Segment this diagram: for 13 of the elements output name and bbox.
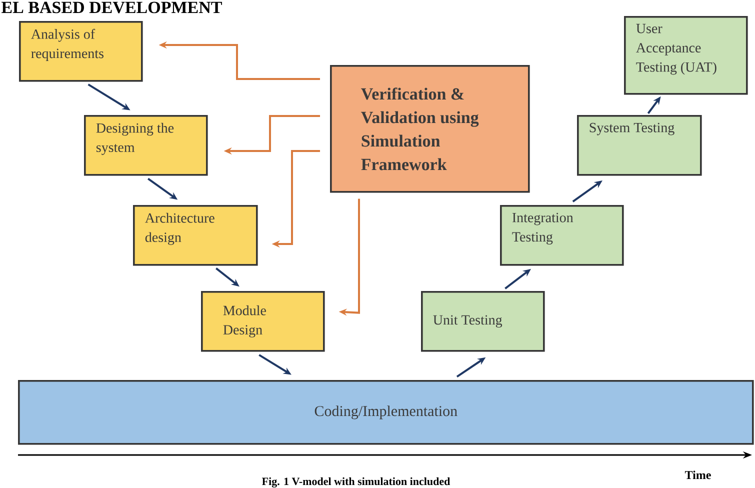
- process-box: Module Design: [201, 291, 325, 352]
- process-box: System Testing: [577, 115, 702, 176]
- axis-label: Time: [684, 470, 711, 480]
- process-box: Integration Testing: [500, 205, 624, 266]
- process-box: Designing the system: [84, 115, 208, 176]
- process-box: Architecture design: [133, 205, 258, 266]
- process-box: Unit Testing: [421, 291, 545, 352]
- process-box: User Acceptance Testing (UAT): [624, 16, 748, 95]
- band: Coding/Implementation: [18, 380, 754, 445]
- process-box: Verification & Validation using Simulation Framework: [330, 65, 530, 193]
- process-box: Analysis of requirements: [19, 21, 143, 82]
- title: EL BASED DEVELOPMENT: [2, 2, 222, 14]
- caption: Fig. 1 V-model with simulation included: [262, 477, 450, 488]
